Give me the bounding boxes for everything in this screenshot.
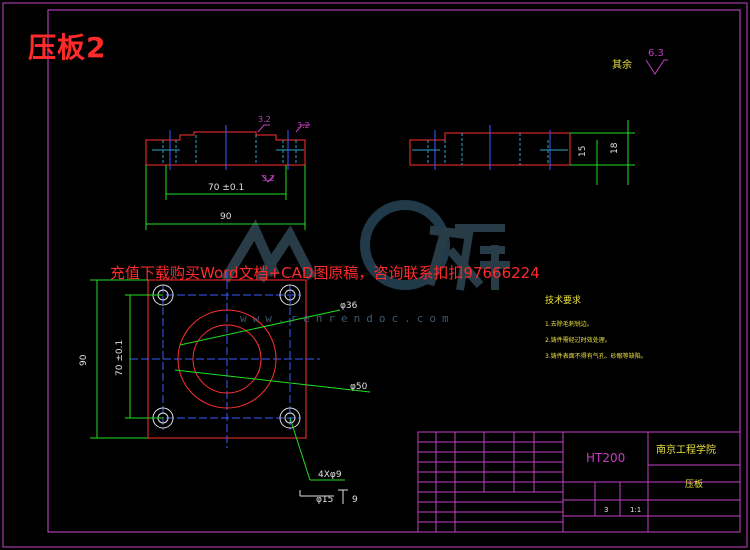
title-block-material: HT200 xyxy=(586,451,625,465)
rough-front-mid: 3.2 xyxy=(262,174,275,183)
watermark-ad-text: 充值下载购买Word文档+CAD图原稿，咨询联系扣扣97666224 xyxy=(110,264,540,282)
dim-outer-front: 90 xyxy=(220,212,232,222)
dim-side-18: 18 xyxy=(610,142,620,154)
title-block-qty: 3 xyxy=(604,506,608,514)
dim-plan-90: 90 xyxy=(79,354,89,366)
front-view xyxy=(145,124,310,230)
tech-req-item-3: 3.铸件表面不得有气孔、砂眼等缺陷。 xyxy=(545,352,647,360)
dim-side-15: 15 xyxy=(578,146,588,157)
title-block-part: 压板 xyxy=(685,478,703,490)
roughness-symbol xyxy=(645,59,668,75)
rough-front-right: 3.2 xyxy=(297,121,310,130)
dim-inner-front: 70 ±0.1 xyxy=(208,183,244,193)
dim-counterbore-depth: 9 xyxy=(352,495,358,505)
tech-req-heading: 技术要求 xyxy=(545,294,581,306)
tech-req-item-2: 2.铸件需经过时效处理。 xyxy=(545,336,611,344)
rough-front-left: 3.2 xyxy=(258,115,271,124)
watermark-url: www.renrendoc.com xyxy=(240,312,455,325)
side-view xyxy=(409,120,635,185)
title-block xyxy=(417,431,741,533)
roughness-label: 其余 xyxy=(612,58,632,71)
title-block-scale: 1:1 xyxy=(630,506,641,514)
roughness-value: 6.3 xyxy=(648,48,664,59)
dim-plan-70: 70 ±0.1 xyxy=(115,340,125,376)
title-block-school: 南京工程学院 xyxy=(656,443,716,456)
drawing-title: 压板2 xyxy=(28,31,107,64)
tech-req-item-1: 1.去除毛刺锐边。 xyxy=(545,320,593,328)
dim-counterbore-dia: φ15 xyxy=(316,495,333,505)
plan-view xyxy=(90,270,371,504)
watermark-logo xyxy=(220,200,510,291)
dim-dia-36: φ36 xyxy=(340,301,358,311)
dim-hole-spec: 4Xφ9 xyxy=(318,470,342,480)
dim-dia-50: φ50 xyxy=(350,382,368,392)
drawing-border-inner xyxy=(47,9,741,533)
